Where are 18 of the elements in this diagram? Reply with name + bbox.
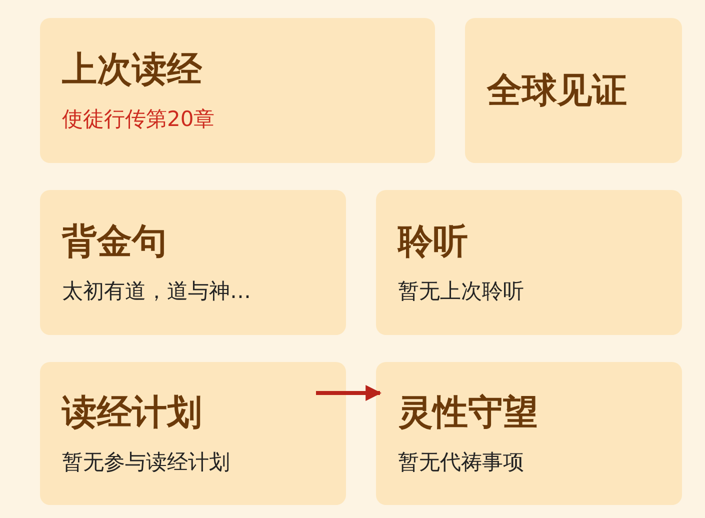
menu-card	[376, 362, 682, 505]
card-subtitle: 暂无参与读经计划	[62, 448, 231, 476]
card-title: 聆听	[398, 220, 469, 262]
card-title: 上次读经	[62, 48, 203, 90]
card-title: 背金句	[62, 220, 168, 262]
card-subtitle: 暂无上次聆听	[398, 278, 525, 304]
card-title: 灵性守望	[398, 392, 539, 434]
card-subtitle: 太初有道，道与神…	[62, 278, 252, 304]
menu-card	[40, 190, 346, 335]
card-subtitle: 使徒行传第20章	[62, 106, 216, 132]
card-title: 全球见证	[487, 70, 628, 112]
menu-card	[376, 190, 682, 335]
card-title: 读经计划	[62, 392, 203, 434]
menu-card	[40, 18, 435, 163]
menu-card	[465, 18, 682, 163]
menu-card	[40, 362, 346, 505]
arrow	[316, 385, 382, 401]
card-subtitle: 暂无代祷事项	[398, 448, 525, 476]
